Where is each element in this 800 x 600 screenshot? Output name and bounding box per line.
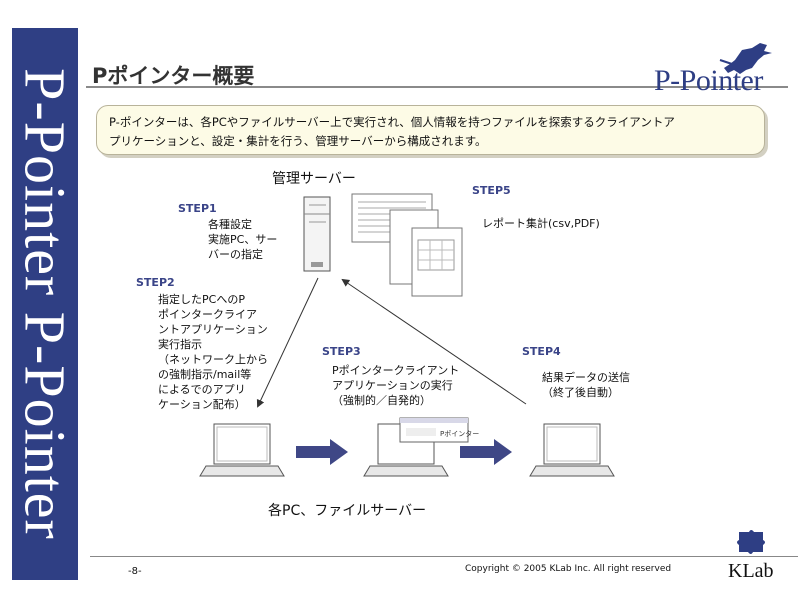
page-title: Pポインター概要	[92, 64, 255, 88]
page-number: -8-	[128, 566, 142, 577]
block-arrow-icon	[460, 439, 512, 465]
summary-box: P-ポインターは、各PCやファイルサーバー上で実行され、個人情報を持つファイルを…	[96, 105, 765, 155]
step3-text: Pポインタークライアント アプリケーションの実行 （強制的／自発的）	[332, 364, 460, 407]
step5-text: レポート集計(csv,PDF)	[482, 217, 600, 230]
copyright-text: Copyright © 2005 KLab Inc. All right res…	[465, 564, 672, 574]
step2-text: 指定したPCへのP ポインタークライア ントアプリケーション 実行指示 （ネット…	[158, 293, 268, 411]
arrow-results-to-server	[341, 278, 527, 405]
laptop-icon	[199, 423, 285, 477]
server-icon	[303, 196, 331, 272]
client-app-window-label: Pポインター	[440, 429, 479, 438]
sidebar-band	[12, 28, 78, 580]
step1-title: STEP1	[178, 202, 217, 215]
step4-title: STEP4	[522, 345, 561, 358]
report-document-icon	[351, 193, 463, 297]
laptop-icon	[529, 423, 615, 477]
summary-line-1: P-ポインターは、各PCやファイルサーバー上で実行され、個人情報を持つファイルを…	[109, 115, 675, 129]
client-app-window-icon	[399, 417, 469, 443]
arrow-server-to-pcs	[256, 277, 319, 408]
dog-logo-icon	[719, 43, 772, 74]
step4-text: 結果データの送信 （終了後自動）	[542, 371, 630, 399]
brand-logo-text: P-Pointer	[654, 64, 763, 97]
step2-title: STEP2	[136, 276, 175, 289]
summary-line-2: プリケーションと、設定・集計を行う、管理サーバーから構成されます。	[109, 134, 487, 148]
klab-puzzle-logo-icon	[737, 530, 765, 554]
pcs-label: 各PC、ファイルサーバー	[268, 503, 427, 519]
company-logo-text: KLab	[728, 560, 774, 582]
step5-title: STEP5	[472, 184, 511, 197]
block-arrow-icon	[296, 439, 348, 465]
step1-text: 各種設定 実施PC、サー バーの指定	[208, 218, 278, 261]
step3-title: STEP3	[322, 345, 361, 358]
server-label: 管理サーバー	[272, 171, 356, 187]
footer-divider	[90, 556, 798, 557]
title-divider	[86, 86, 788, 88]
